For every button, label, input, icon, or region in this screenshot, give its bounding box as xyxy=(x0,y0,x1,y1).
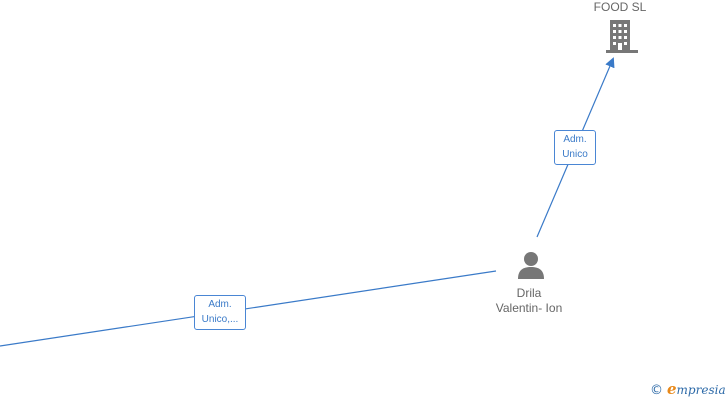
edge-label-person-company[interactable]: Adm. Unico xyxy=(554,130,596,165)
empresia-logo: © empresia xyxy=(650,380,726,398)
edge-label-line2: Unico xyxy=(562,149,588,160)
edge-label-line1: Adm. xyxy=(208,299,232,310)
edge-label-line2: Unico,... xyxy=(201,314,239,325)
person-name-line2: Valentin- Ion xyxy=(495,301,563,315)
brand-e-letter: e xyxy=(667,380,677,398)
company-name[interactable]: FOOD SL xyxy=(593,0,647,14)
person-name[interactable]: Drila Valentin- Ion xyxy=(479,286,579,316)
brand-name-rest: mpresia xyxy=(676,383,726,397)
person-name-line1: Drila xyxy=(516,286,542,300)
person-icon[interactable] xyxy=(516,250,546,280)
edge-label-offscreen-person[interactable]: Adm. Unico,... xyxy=(194,295,246,330)
edge-label-line1: Adm. xyxy=(563,134,587,145)
edge-offscreen-to-person xyxy=(0,270,497,347)
building-icon[interactable] xyxy=(606,18,638,54)
copyright-symbol: © xyxy=(650,383,663,398)
